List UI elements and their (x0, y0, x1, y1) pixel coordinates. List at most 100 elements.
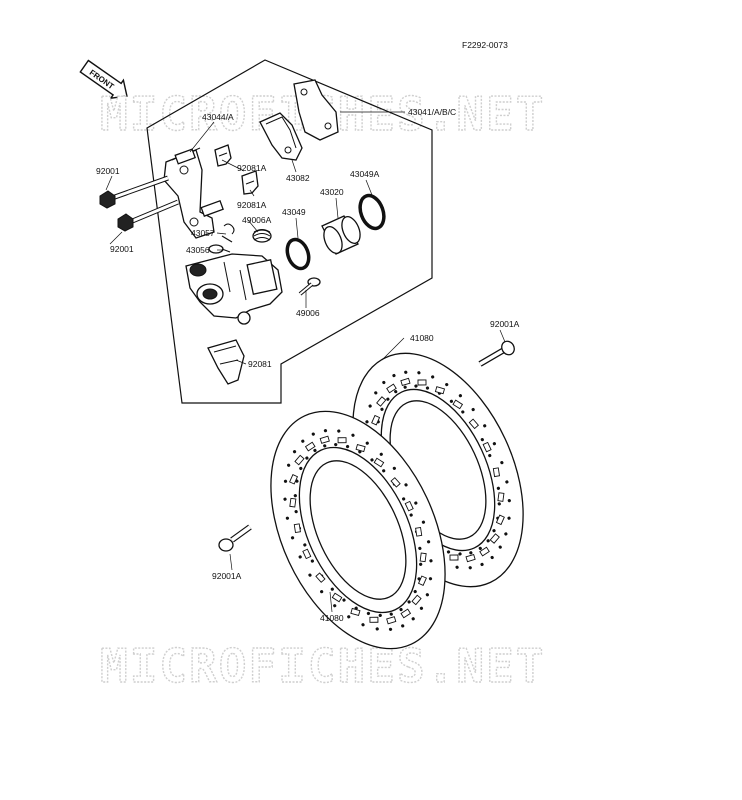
front-disc-drill-hole (342, 598, 346, 602)
front-disc-drill-hole (366, 611, 371, 616)
rear-disc-vent-slot (400, 377, 411, 387)
rear-disc-vent-slot (376, 396, 387, 407)
front-disc-drill-hole (333, 604, 337, 608)
front-disc-vent-slot (289, 497, 297, 508)
caliper-bracket (163, 147, 224, 239)
front-disc-drill-hole (345, 444, 350, 449)
rear-disc-vent-slot (489, 533, 500, 544)
rear-disc-drill-hole (490, 555, 494, 560)
dust-seal-43049a (358, 193, 386, 231)
front-disc-drill-hole (409, 513, 413, 517)
rear-disc-drill-hole (504, 532, 508, 536)
rear-disc-vent-slot (468, 418, 479, 430)
front-disc-drill-hole (361, 623, 365, 627)
front-disc-drill-hole (283, 479, 288, 483)
front-disc-drill-hole (429, 559, 433, 563)
front-disc-vent-slot (400, 608, 412, 619)
front-disc-drill-hole (287, 463, 291, 467)
rear-disc-drill-hole (382, 380, 386, 385)
front-disc-drill-hole (392, 466, 396, 470)
front-disc-drill-hole (419, 562, 423, 566)
rear-disc-drill-hole (505, 480, 509, 484)
label-49006a: 49006A (242, 215, 272, 225)
front-disc-vent-slot (294, 454, 305, 466)
front-disc-drill-hole (426, 540, 431, 544)
rear-disc-drill-hole (469, 551, 473, 555)
rear-disc-drill-hole (498, 545, 502, 549)
rear-disc-drill-hole (368, 404, 372, 408)
front-disc-drill-hole (347, 615, 351, 619)
label-49006: 49006 (296, 308, 320, 318)
front-disc-vent-slot (337, 437, 347, 444)
rear-disc-drill-hole (445, 383, 449, 387)
rear-disc-drill-hole (392, 373, 396, 378)
front-disc-vent-slot (415, 526, 423, 537)
front-disc-vent-slot (315, 572, 326, 583)
front-disc-drill-hole (379, 452, 383, 456)
brake-disc-front (270, 410, 446, 650)
front-disc-drill-hole (334, 443, 338, 447)
brake-pad-front (259, 112, 303, 161)
rear-disc-vent-slot (371, 414, 381, 426)
label-43044: 43044/A (202, 112, 234, 122)
label-92001-bottom: 92001 (110, 244, 134, 254)
rear-disc-drill-hole (417, 371, 421, 375)
front-disc-drill-hole (323, 429, 328, 433)
rear-disc-drill-hole (507, 499, 511, 503)
front-disc-vent-slot (390, 477, 401, 488)
bleeder-valve-49006 (298, 277, 321, 296)
bolt-92001-top (99, 175, 169, 209)
label-92081a-top: 92081A (237, 163, 267, 173)
rear-disc-drill-hole (492, 529, 496, 533)
rear-disc-drill-hole (458, 552, 462, 556)
front-disc-drill-hole (421, 520, 426, 524)
front-disc-drill-hole (411, 617, 415, 621)
rear-disc-drill-hole (488, 453, 492, 458)
disc-bolt-92001a-left (218, 524, 252, 552)
bolt-92001-bottom (117, 199, 179, 232)
front-disc-drill-hole (320, 590, 324, 594)
rear-disc-drill-hole (414, 384, 418, 388)
bleeder-cap-49006a (252, 229, 272, 243)
front-disc-drill-hole (402, 497, 406, 501)
front-disc-drill-hole (419, 606, 424, 610)
front-disc-drill-hole (313, 448, 317, 453)
front-disc-drill-hole (311, 432, 315, 436)
front-disc-vent-slot (319, 435, 330, 444)
rear-disc-drill-hole (500, 461, 504, 465)
rear-disc-drill-hole (394, 390, 398, 394)
label-43056: 43056 (186, 245, 210, 255)
piston-43020 (321, 215, 361, 255)
front-disc-vent-slot (386, 616, 397, 625)
rear-disc-drill-hole (480, 438, 484, 442)
label-41080-front: 41080 (320, 613, 344, 623)
rear-disc-drill-hole (497, 502, 501, 506)
front-disc-drill-hole (375, 627, 379, 631)
rear-disc-vent-slot (495, 514, 505, 526)
front-disc-vent-slot (355, 443, 366, 453)
label-92001a-left: 92001A (212, 571, 242, 581)
pad-spring-92081 (207, 339, 245, 385)
front-disc-drill-hole (290, 536, 295, 540)
front-disc-drill-hole (388, 627, 393, 631)
rear-disc-drill-hole (446, 550, 451, 554)
rear-disc-drill-hole (507, 516, 511, 520)
front-disc-drill-hole (413, 590, 417, 594)
rear-disc-drill-hole (478, 546, 482, 550)
rear-disc-vent-slot (465, 553, 476, 563)
rear-disc-vent-slot (479, 546, 490, 557)
front-disc-vent-slot (293, 523, 301, 534)
rear-disc-drill-hole (386, 397, 390, 401)
front-disc-drill-hole (389, 612, 393, 616)
rear-disc-drill-hole (492, 442, 496, 446)
front-disc-drill-hole (330, 587, 334, 591)
front-disc-drill-hole (303, 543, 307, 547)
rear-disc-drill-hole (468, 566, 472, 570)
front-disc-drill-hole (414, 501, 418, 505)
front-disc-vent-slot (369, 616, 379, 623)
rear-disc-drill-hole (486, 539, 490, 543)
label-43049: 43049 (282, 207, 306, 217)
label-43057: 43057 (191, 228, 215, 238)
rear-disc-drill-hole (374, 391, 378, 395)
label-92081: 92081 (248, 359, 272, 369)
